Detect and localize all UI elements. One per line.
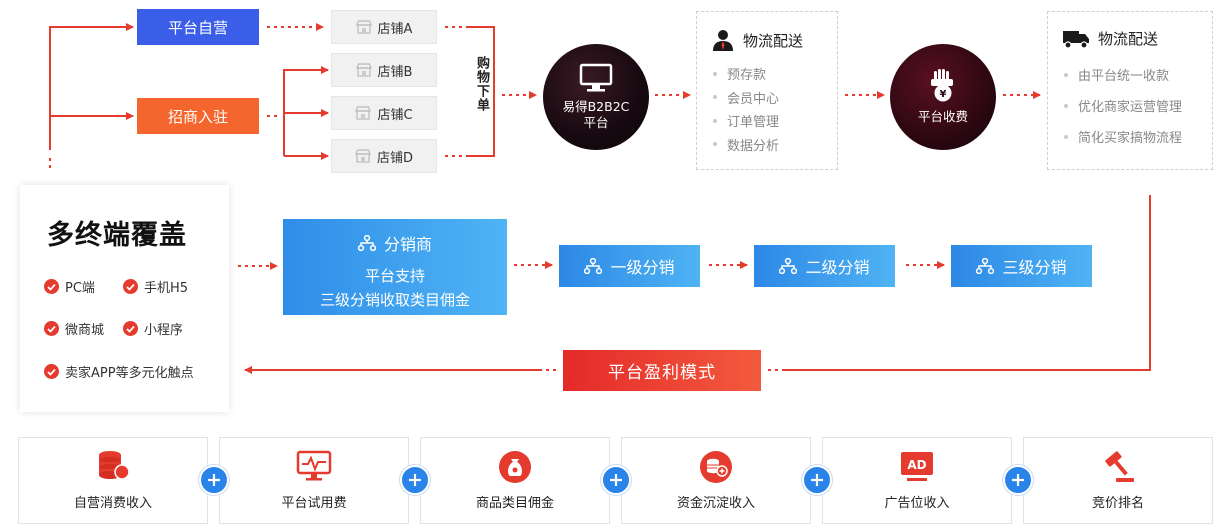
feature-item: 预存款 [713, 62, 837, 86]
check-icon [44, 364, 59, 379]
revenue-card: AD 广告位收入 [822, 437, 1012, 524]
shop-d: 店铺D [331, 139, 437, 173]
shop-label: 店铺A [377, 21, 413, 37]
order-label: 购物下单 [474, 56, 489, 112]
storefront-icon [355, 149, 371, 163]
coverage-item-label: 卖家APP等多元化触点 [65, 366, 194, 381]
coverage-item-label: 手机H5 [144, 281, 189, 296]
check-icon [123, 279, 138, 294]
level-1-distribution: 一级分销 [559, 245, 700, 287]
feature-item: 会员中心 [713, 86, 837, 110]
revenue-label: 竞价排名 [1091, 496, 1144, 511]
platform-name: 易得B2B2C [562, 99, 630, 114]
shop-c: 店铺C [331, 96, 437, 130]
logistics-panel-1: 物流配送 预存款 会员中心 订单管理 数据分析 [696, 11, 838, 170]
hierarchy-icon [976, 258, 995, 274]
merchant-entry-box: 招商入驻 [137, 98, 259, 134]
level-label: 二级分销 [805, 258, 870, 277]
storefront-icon [355, 20, 372, 34]
revenue-card: 商品类目佣金 [420, 437, 610, 524]
multi-terminal-panel: 多终端覆盖 PC端 手机H5 微商城 小程序 卖家APP等多元化触点 [20, 185, 229, 412]
revenue-label: 广告位收入 [884, 496, 950, 511]
feature-item: 订单管理 [713, 109, 837, 133]
hierarchy-icon [779, 258, 798, 274]
coin-stack-icon [99, 451, 130, 480]
payment-label: 平台收费 [917, 109, 968, 124]
shop-label: 店铺B [377, 64, 413, 80]
plus-icon [802, 465, 832, 495]
level-2-distribution: 二级分销 [754, 245, 895, 287]
revenue-label: 平台试用费 [281, 496, 347, 511]
plus-icon [601, 465, 631, 495]
shop-label: 店铺D [376, 150, 413, 166]
money-bag-icon [499, 451, 531, 483]
shop-label: 店铺C [377, 107, 413, 123]
revenue-card: 平台试用费 [219, 437, 409, 524]
yen-payment-icon: ¥ [931, 69, 953, 102]
coverage-item: PC端 [44, 277, 95, 296]
feature-item: 优化商家运营管理 [1064, 90, 1212, 121]
person-icon [713, 30, 733, 51]
hierarchy-icon [584, 258, 603, 274]
shop-a: 店铺A [331, 10, 437, 44]
delivery-truck-icon [1063, 30, 1089, 49]
feature-item: 由平台统一收款 [1064, 59, 1212, 90]
plus-icon [199, 465, 229, 495]
ad-badge-text: AD [907, 458, 926, 472]
profit-model-box: 平台盈利模式 [563, 350, 761, 391]
revenue-card: 资金沉淀收入 [621, 437, 811, 524]
coverage-item: 小程序 [123, 319, 183, 338]
auction-gavel-icon [1105, 451, 1134, 482]
coverage-item-label: PC端 [65, 281, 95, 296]
monitor-icon [579, 63, 613, 92]
revenue-card: 自营消费收入 [18, 437, 208, 524]
check-icon [44, 321, 59, 336]
shop-b: 店铺B [331, 53, 437, 87]
fund-deposit-icon [700, 451, 732, 483]
platform-node: 易得B2B2C 平台 [543, 44, 649, 150]
platform-suffix: 平台 [583, 115, 609, 130]
check-icon [44, 279, 59, 294]
distributor-line2: 三级分销收取类目佣金 [319, 291, 470, 309]
level-label: 一级分销 [610, 258, 675, 277]
self-operated-label: 平台自营 [167, 18, 228, 37]
coverage-item: 手机H5 [123, 277, 188, 296]
feature-item: 数据分析 [713, 133, 837, 157]
feature-item: 简化买家搞物流程 [1064, 121, 1212, 152]
profit-model-label: 平台盈利模式 [608, 363, 716, 383]
distributor-box: 分销商 平台支持 三级分销收取类目佣金 [283, 219, 507, 315]
storefront-icon [355, 106, 372, 120]
check-icon [123, 321, 138, 336]
distributor-line1: 平台支持 [364, 267, 425, 285]
self-operated-box: 平台自营 [137, 9, 259, 45]
distributor-title: 分销商 [383, 235, 432, 254]
revenue-label: 资金沉淀收入 [676, 496, 755, 511]
level-3-distribution: 三级分销 [951, 245, 1092, 287]
revenue-label: 商品类目佣金 [475, 496, 554, 511]
ad-board-icon: AD [901, 452, 933, 481]
revenue-card: 竞价排名 [1023, 437, 1213, 524]
merchant-entry-label: 招商入驻 [167, 107, 228, 126]
logistics-title: 物流配送 [743, 31, 804, 50]
plus-icon [400, 465, 430, 495]
level-label: 三级分销 [1002, 258, 1067, 277]
revenue-label: 自营消费收入 [73, 496, 152, 511]
svg-text:¥: ¥ [940, 89, 947, 100]
coverage-item: 卖家APP等多元化触点 [44, 362, 194, 381]
coverage-item-label: 微商城 [65, 323, 105, 338]
hierarchy-icon [357, 235, 376, 251]
coverage-title: 多终端覆盖 [47, 220, 187, 251]
logistics-panel-2: 物流配送 由平台统一收款 优化商家运营管理 简化买家搞物流程 [1047, 11, 1213, 170]
logistics-title: 物流配送 [1098, 30, 1159, 48]
coverage-item: 微商城 [44, 319, 104, 338]
coverage-item-label: 小程序 [144, 323, 184, 338]
payment-node: ¥ 平台收费 [890, 44, 996, 150]
plus-icon [1003, 465, 1033, 495]
storefront-icon [355, 63, 372, 77]
monitor-chart-icon [296, 450, 332, 481]
